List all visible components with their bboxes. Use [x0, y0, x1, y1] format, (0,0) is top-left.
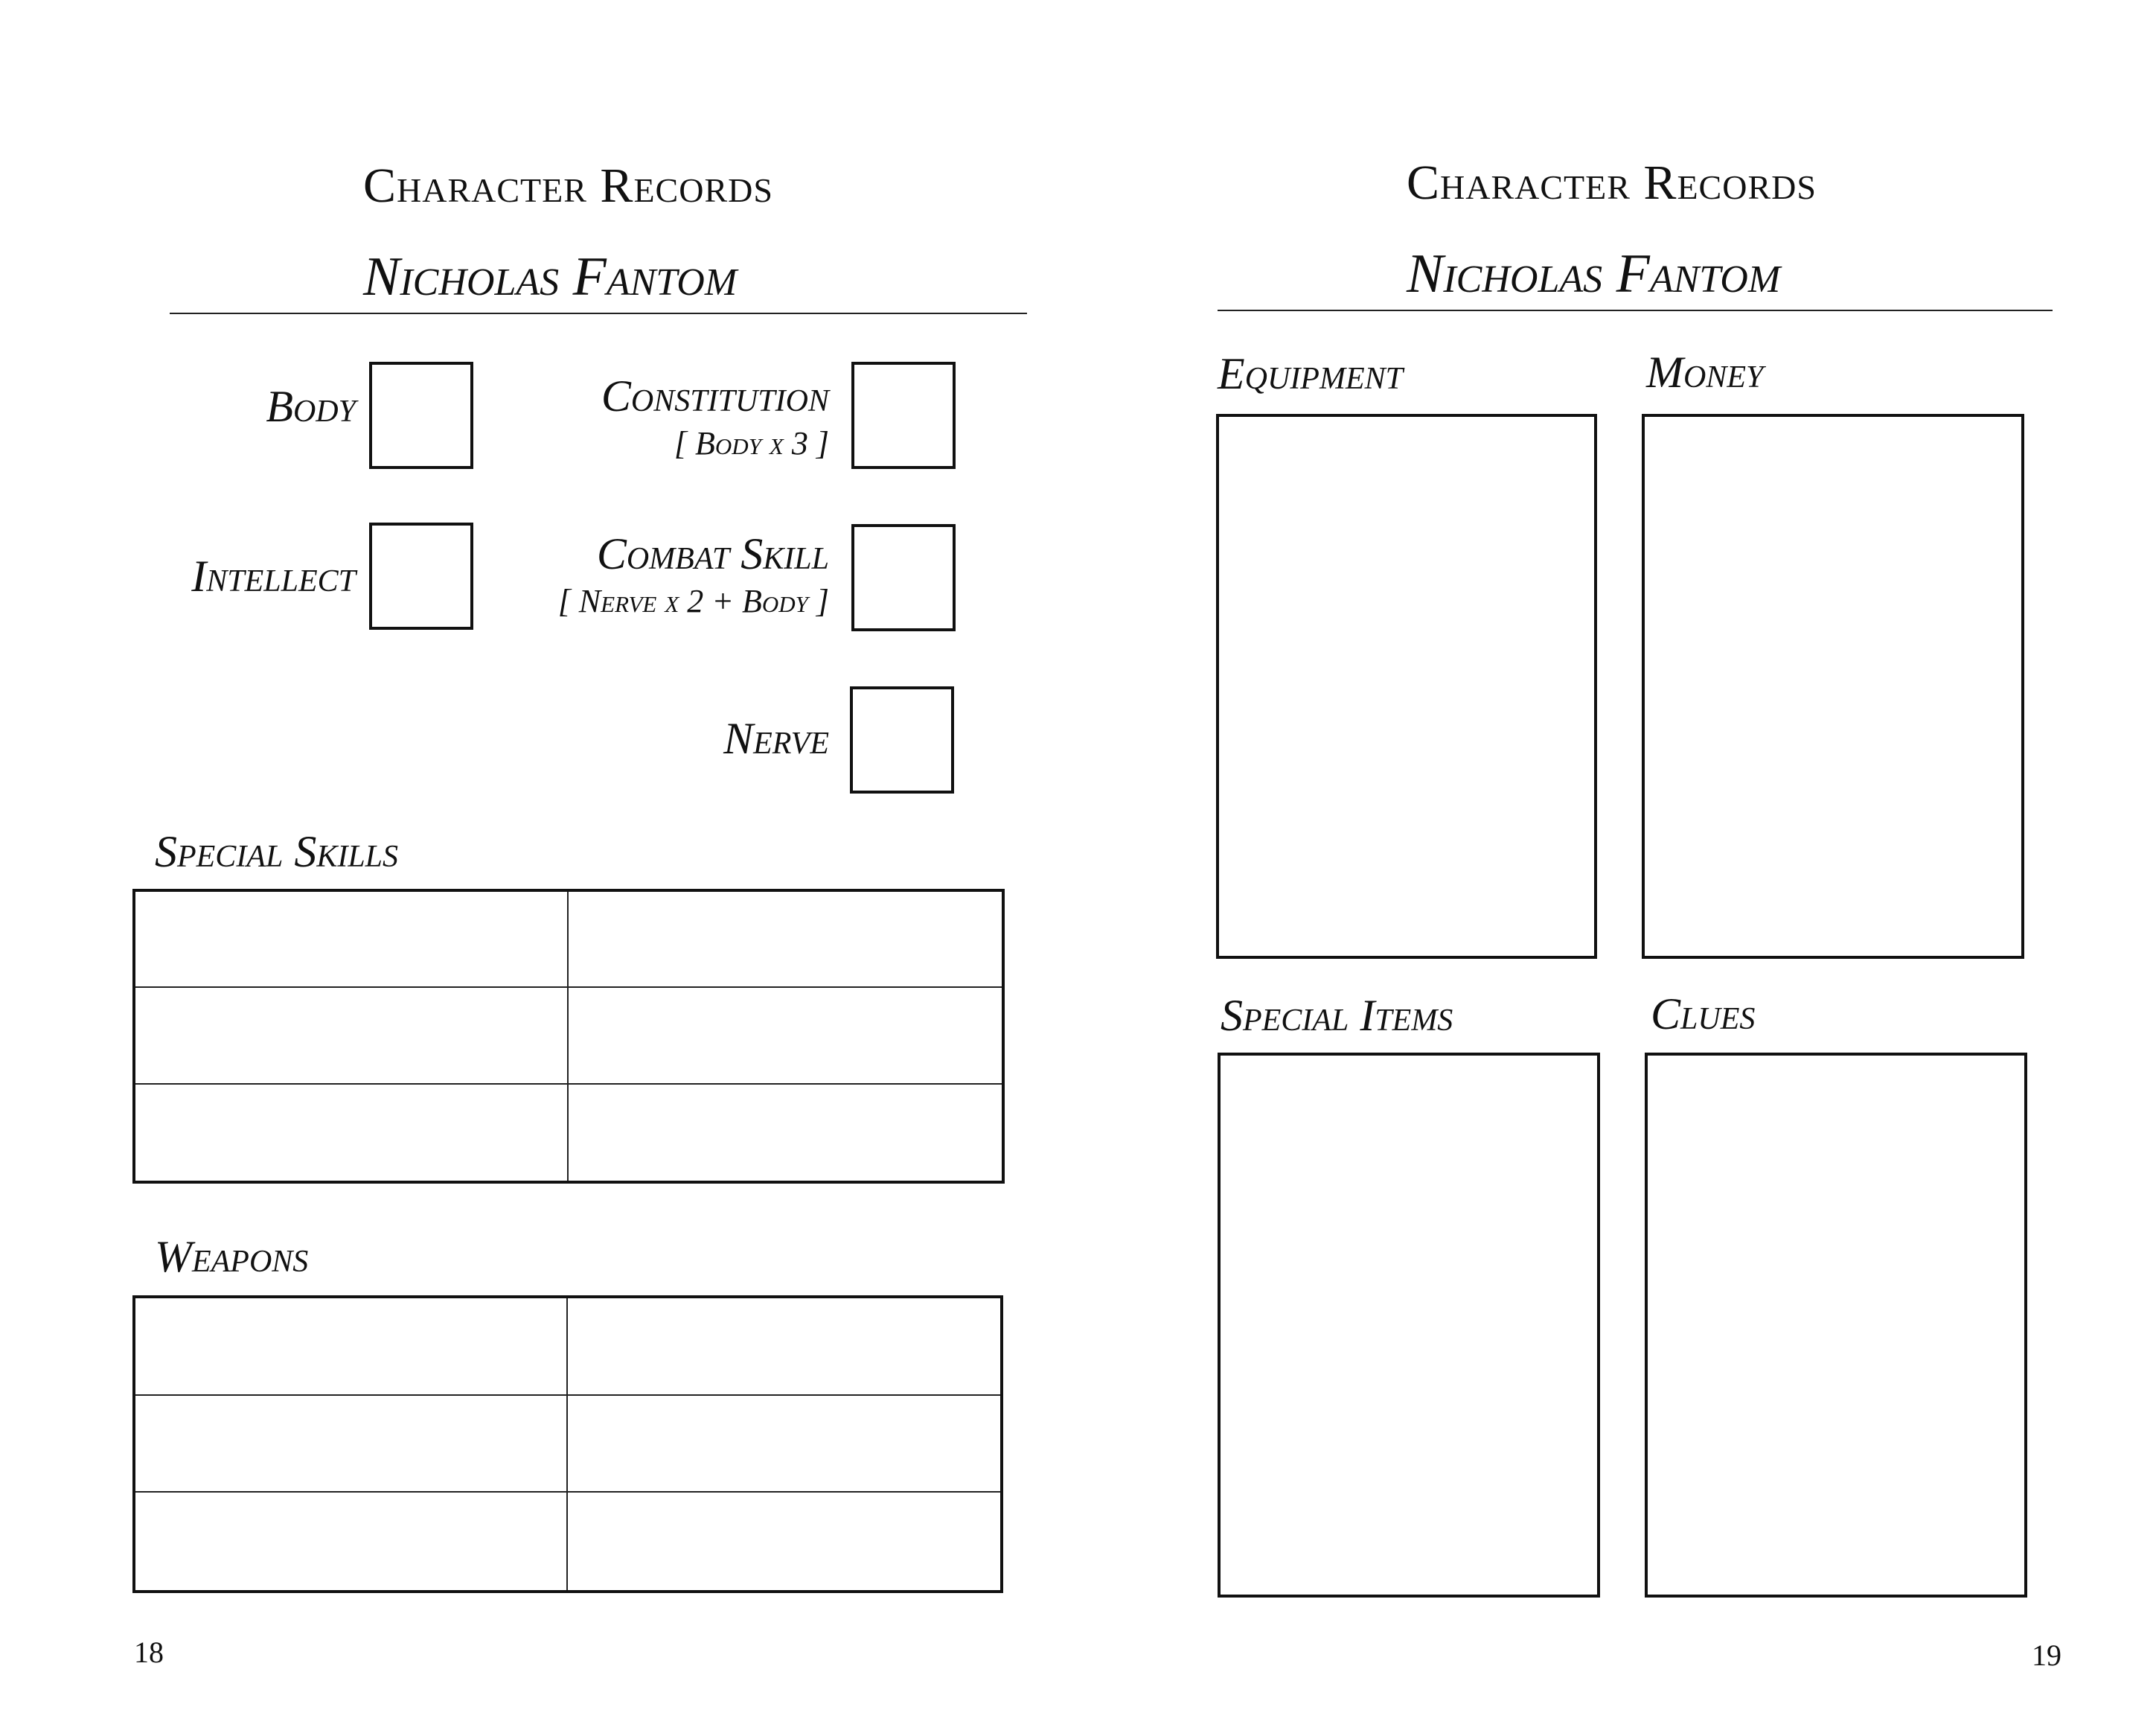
intellect-box[interactable]	[369, 523, 473, 630]
special-skill-slot[interactable]	[569, 988, 1002, 1085]
weapon-slot[interactable]	[135, 1298, 568, 1396]
constitution-label: Constitution	[601, 371, 829, 421]
money-label: Money	[1646, 348, 1764, 397]
left-page: Character Records Nicholas Fantom Body C…	[0, 0, 1072, 1736]
header-rule	[170, 313, 1027, 314]
combat-skill-formula: [ Nerve x 2 + Body ]	[557, 583, 829, 619]
special-items-box[interactable]	[1218, 1053, 1600, 1598]
clues-label: Clues	[1651, 989, 1756, 1038]
combat-skill-box[interactable]	[851, 524, 956, 631]
page-number: 18	[134, 1636, 164, 1669]
character-name: Nicholas Fantom	[363, 246, 738, 307]
weapons-label: Weapons	[155, 1232, 309, 1281]
weapon-slot[interactable]	[135, 1493, 568, 1590]
body-label: Body	[266, 382, 356, 431]
weapon-slot[interactable]	[135, 1395, 568, 1493]
page-number: 19	[2032, 1638, 2061, 1672]
right-page: Character Records Nicholas Fantom Equipm…	[1072, 0, 2156, 1736]
character-name: Nicholas Fantom	[1407, 243, 1781, 304]
equipment-box[interactable]	[1216, 414, 1597, 959]
special-skill-slot[interactable]	[569, 892, 1002, 989]
special-skill-slot[interactable]	[135, 1084, 569, 1181]
weapon-slot[interactable]	[568, 1298, 1000, 1396]
special-skills-label: Special Skills	[155, 827, 399, 876]
special-items-label: Special Items	[1221, 991, 1453, 1040]
constitution-formula: [ Body x 3 ]	[674, 425, 829, 462]
combat-skill-label: Combat Skill	[596, 529, 829, 578]
weapons-table	[132, 1295, 1003, 1593]
page-header: Character Records	[1407, 156, 1817, 210]
nerve-box[interactable]	[850, 686, 954, 794]
intellect-label: Intellect	[191, 552, 356, 601]
weapon-slot[interactable]	[568, 1493, 1000, 1590]
money-box[interactable]	[1642, 414, 2024, 959]
clues-box[interactable]	[1645, 1053, 2027, 1598]
constitution-box[interactable]	[851, 362, 956, 469]
special-skill-slot[interactable]	[135, 988, 569, 1085]
page-header: Character Records	[363, 159, 773, 213]
equipment-label: Equipment	[1218, 349, 1403, 398]
special-skill-slot[interactable]	[569, 1085, 1002, 1181]
special-skill-slot[interactable]	[135, 892, 569, 989]
header-rule	[1218, 310, 2053, 311]
weapon-slot[interactable]	[568, 1396, 1000, 1493]
special-skills-table	[132, 889, 1005, 1184]
body-box[interactable]	[369, 362, 473, 469]
nerve-label: Nerve	[723, 714, 829, 763]
